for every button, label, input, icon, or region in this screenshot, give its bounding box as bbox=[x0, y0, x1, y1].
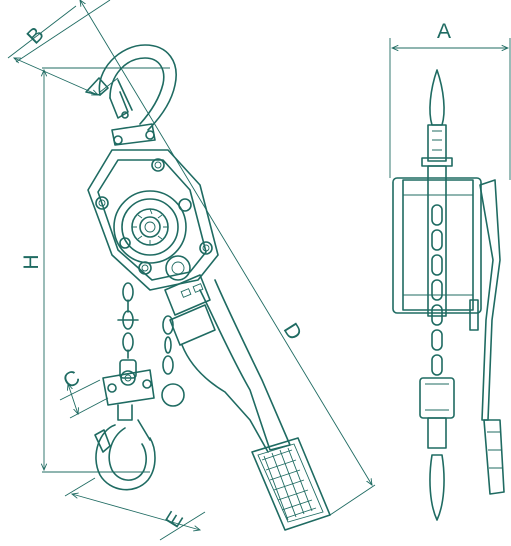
hoist-body bbox=[87, 149, 219, 291]
hand-chain bbox=[161, 315, 185, 407]
load-chain bbox=[117, 282, 139, 379]
grip-knurling bbox=[261, 447, 317, 521]
dim-label-d: D bbox=[279, 319, 307, 344]
dim-label-e: E bbox=[161, 508, 188, 532]
top-hook bbox=[85, 44, 177, 146]
front-chain bbox=[431, 204, 443, 376]
side-view bbox=[85, 44, 331, 531]
dim-label-b: B bbox=[23, 23, 49, 49]
dim-label-h: H bbox=[20, 254, 43, 269]
lever-handle bbox=[181, 279, 331, 531]
dim-label-c: C bbox=[59, 366, 84, 394]
dimension-lines bbox=[7, 0, 511, 541]
front-view bbox=[392, 69, 505, 521]
dim-label-a: A bbox=[437, 20, 451, 43]
dimension-labels: A B H D C E bbox=[20, 20, 451, 532]
